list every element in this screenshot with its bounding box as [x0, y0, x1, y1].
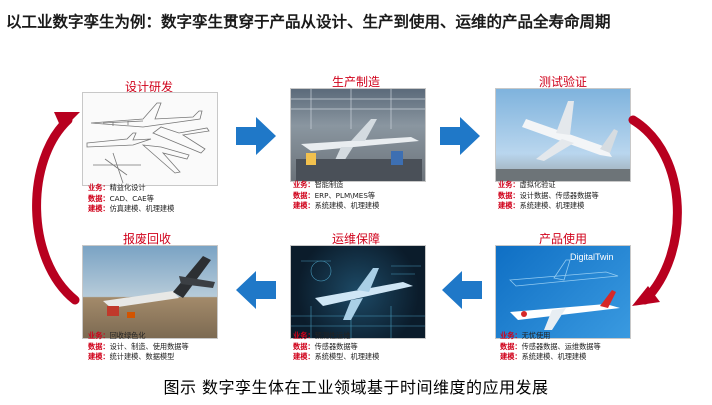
cycle-arrow-right-icon — [628, 115, 682, 305]
recycle-image — [82, 245, 218, 339]
stage-title-test: 测试验证 — [538, 75, 587, 89]
arrow-right-icon — [440, 117, 480, 155]
stage-desc-design: 业务：精益化设计 数据：CAD、CAE等 建模：仿真建模、机理建模 — [88, 183, 175, 213]
cycle-arrowhead-left-icon — [54, 112, 80, 130]
design-image — [82, 92, 218, 186]
arrow-right-icon — [236, 117, 276, 155]
hologram-airplane-icon — [291, 260, 425, 338]
usage-image: DigitalTwin — [495, 245, 631, 339]
stage-desc-maintenance: 业务：预测性运维 数据：传感器数据等 建模：系统模型、机理建模 — [293, 331, 380, 361]
cycle-arrowhead-right-icon — [632, 286, 660, 306]
scrap-airplane-icon — [103, 256, 215, 318]
digital-twin-label: DigitalTwin — [570, 252, 614, 262]
maintenance-image — [290, 245, 426, 339]
stage-title-recycle: 报废回收 — [122, 232, 171, 246]
figure-caption: 图示 数字孪生体在工业领域基于时间维度的应用发展 — [163, 378, 549, 397]
takeoff-airplane-icon — [496, 101, 630, 181]
digital-twin-airplane-icon — [509, 259, 620, 330]
stage-title-manufacture: 生产制造 — [331, 75, 380, 89]
stage-desc-test: 业务：虚拟化验证 数据：设计数据、传感器数据等 建模：系统建模、机理建模 — [498, 180, 599, 210]
stage-desc-manufacture: 业务：智能制造 数据：ERP、PLM\MES等 建模：系统建模、机理建模 — [293, 180, 380, 210]
stage-desc-usage: 业务：无忧使用 数据：传感器数据、运维数据等 建模：系统建模、机理建模 — [500, 331, 601, 361]
stage-desc-recycle: 业务：回收绿色化 数据：设计、制造、使用数据等 建模：统计建模、数据模型 — [88, 331, 189, 361]
arrow-left-icon — [236, 271, 276, 309]
stage-title-maintenance: 运维保障 — [331, 232, 380, 246]
wireframe-airplane-icon — [86, 102, 210, 184]
stage-title-usage: 产品使用 — [538, 232, 587, 246]
factory-hangar-icon — [291, 89, 425, 181]
factory-image — [290, 88, 426, 182]
page-title: 以工业数字孪生为例：数字孪生贯穿于产品从设计、生产到使用、运维的产品全寿命周期 — [6, 13, 611, 31]
cycle-arrow-left-icon — [32, 115, 80, 305]
arrow-left-icon — [442, 271, 482, 309]
stage-title-design: 设计研发 — [124, 80, 173, 94]
test-image — [495, 88, 631, 182]
